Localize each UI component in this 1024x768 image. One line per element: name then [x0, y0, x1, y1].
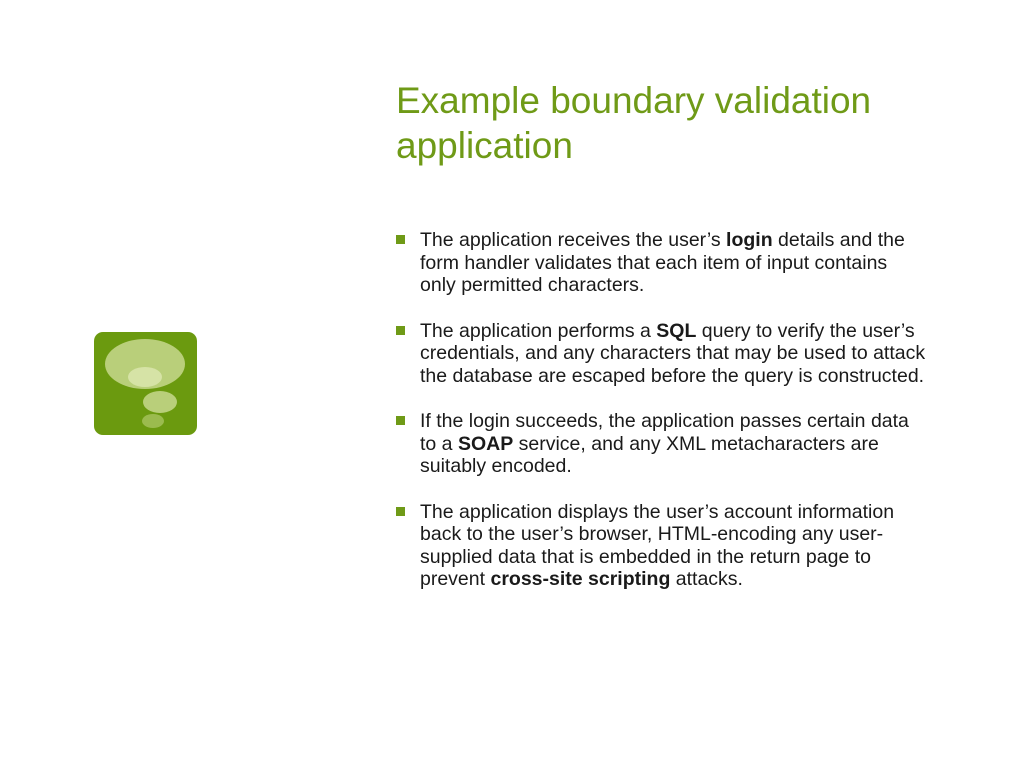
square-bullet-icon — [396, 506, 405, 516]
bullet-text-segment: details and the form handler validates t… — [420, 229, 905, 296]
bullet-text: The application displays the user’s acco… — [420, 501, 894, 591]
bullet-text-segment: The application receives the user’s — [420, 229, 727, 251]
bullet-text: The application receives the user’s logi… — [420, 229, 905, 296]
square-bullet-icon — [396, 416, 405, 425]
bullet-text: The application performs a SQL query to … — [420, 320, 925, 387]
bullet-text: If the login succeeds, the application p… — [420, 410, 909, 477]
bullet-item: The application performs a SQL query to … — [396, 320, 926, 388]
bullet-list: The application receives the user’s logi… — [396, 229, 926, 614]
slide-title: Example boundary validation application — [396, 78, 996, 168]
bullet-text-segment: If the login succeeds, the application p… — [420, 410, 909, 455]
bullet-text-segment: The application displays the user’s acco… — [420, 500, 895, 591]
bullet-text-segment: The application performs a — [420, 319, 657, 342]
bullet-keyword: cross-site scripting — [490, 568, 671, 590]
slide-title-line-2: application — [396, 125, 573, 166]
bullet-keyword: login — [726, 229, 773, 251]
bullet-text-segment: service, and any XML metacharacters are … — [420, 432, 879, 478]
bullet-keyword: SOAP — [457, 432, 514, 455]
bullet-text-segment: attacks. — [670, 568, 743, 590]
bullet-item: The application receives the user’s logi… — [396, 229, 926, 297]
bullet-keyword: SQL — [656, 319, 697, 342]
bullet-item: The application displays the user’s acco… — [396, 501, 926, 591]
bullet-text-segment: query to verify the user’s credentials, … — [420, 319, 926, 387]
slide-title-line-1: Example boundary validation — [396, 80, 872, 121]
square-bullet-icon — [396, 325, 405, 335]
bullet-item: If the login succeeds, the application p… — [396, 410, 926, 478]
square-bullet-icon — [396, 235, 405, 244]
speech-bubbles-icon — [94, 332, 197, 435]
